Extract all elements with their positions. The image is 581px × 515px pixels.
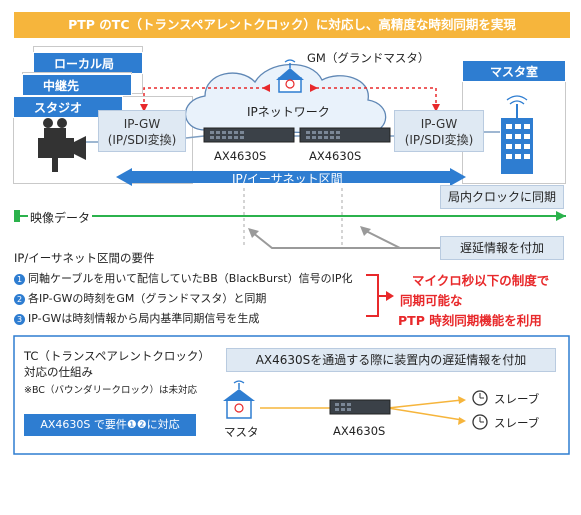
conclusion-line-2: 同期可能な: [400, 293, 463, 308]
arrowhead-delay-left: [248, 228, 259, 238]
requirements-title: IP/イーサネット区間の要件: [14, 251, 155, 265]
tab-local-station: ローカル局: [33, 52, 143, 74]
tab-studio: スタジオ: [13, 96, 123, 118]
ip-network-label: IPネットワーク: [247, 105, 330, 119]
video-data-arrow: [14, 210, 566, 222]
tc-panel-title-2: 対応の仕組み: [24, 365, 93, 379]
tc-slave-label-1: スレーブ: [494, 392, 540, 406]
requirement-number-3: 3: [14, 313, 25, 325]
tc-slave-label-2: スレーブ: [494, 416, 540, 430]
tc-switch-icon: [329, 399, 391, 415]
arrowhead-gm-left: [140, 104, 148, 112]
building-icon: [501, 95, 533, 174]
requirement-number-2: 2: [14, 293, 25, 305]
arrowhead-gm-right: [432, 104, 440, 112]
requirement-number-1: 1: [14, 273, 25, 285]
conclusion-bracket: [366, 274, 388, 317]
switch-right-label: AX4630S: [309, 149, 362, 163]
arrowhead-conclusion: [386, 291, 394, 301]
gm-label: GM（グランドマスタ）: [307, 51, 430, 65]
video-camera-icon: [38, 118, 86, 172]
arrowhead-gm-to-right: [310, 84, 318, 92]
tc-panel-title-1: TC（トランスペアレントクロック）: [24, 349, 210, 363]
tc-panel-badge: AX4630S で要件❶❷に対応: [24, 414, 196, 436]
conclusion-line-3: PTP 時刻同期機能を利用: [398, 313, 542, 328]
switch-left-icon: [203, 127, 295, 143]
tab-relay: 中継先: [22, 74, 132, 96]
slave-clock-icon-1: [472, 390, 488, 406]
gm-sync-lines: [143, 87, 437, 108]
tc-panel-note: ※BC（バウンダリークロック）は未対応: [24, 385, 197, 396]
ip-gw-left: IP-GW (IP/SDI変換): [98, 110, 186, 152]
ethernet-section-bar: [116, 168, 466, 186]
ip-gw-left-subtitle: (IP/SDI変換): [107, 133, 177, 147]
delay-guide-lines: [243, 188, 343, 248]
requirement-text-3: IP-GWは時刻情報から局内基準同期信号を生成: [28, 312, 260, 325]
ip-gw-right-subtitle: (IP/SDI変換): [404, 133, 474, 147]
tc-panel-arrows: [260, 399, 463, 421]
video-data-label: 映像データ: [28, 209, 93, 226]
ip-gw-left-title: IP-GW: [123, 117, 161, 131]
requirement-text-2: 各IP-GWの時刻をGM（グランドマスタ）と同期: [28, 292, 267, 305]
delay-info-arrows: [251, 229, 440, 249]
slave-clock-icon-2: [472, 414, 488, 430]
tc-master-label: マスタ: [224, 425, 259, 439]
master-clock-icon: [223, 380, 255, 419]
delay-info-box: 遅延情報を付加: [440, 236, 564, 260]
ip-gw-right-title: IP-GW: [420, 117, 458, 131]
switch-right-icon: [299, 127, 391, 143]
local-clock-sync-box: 局内クロックに同期: [440, 185, 564, 209]
ip-gw-right: IP-GW (IP/SDI変換): [394, 110, 484, 152]
tab-master-room: マスタ室: [462, 60, 566, 82]
arrowhead-gm-to-left: [262, 84, 270, 92]
tc-panel-header: AX4630Sを通過する際に装置内の遅延情報を付加: [226, 348, 556, 372]
requirement-text-1: 同軸ケーブルを用いて配信していたBB（BlackBurst）信号のIP化: [28, 272, 353, 285]
page-title-banner: PTP のTC（トランスペアレントクロック）に対応し、高精度な時刻同期を実現: [14, 12, 570, 38]
tc-switch-label: AX4630S: [333, 424, 386, 438]
gm-clock-icon: [276, 59, 304, 93]
ip-network-cloud: [184, 63, 387, 135]
arrowhead-delay-right: [360, 226, 371, 236]
switch-left-label: AX4630S: [214, 149, 267, 163]
ethernet-section-label: IP/イーサネット区間: [232, 172, 343, 186]
conclusion-line-1: マイクロ秒以下の制度で: [412, 273, 550, 288]
